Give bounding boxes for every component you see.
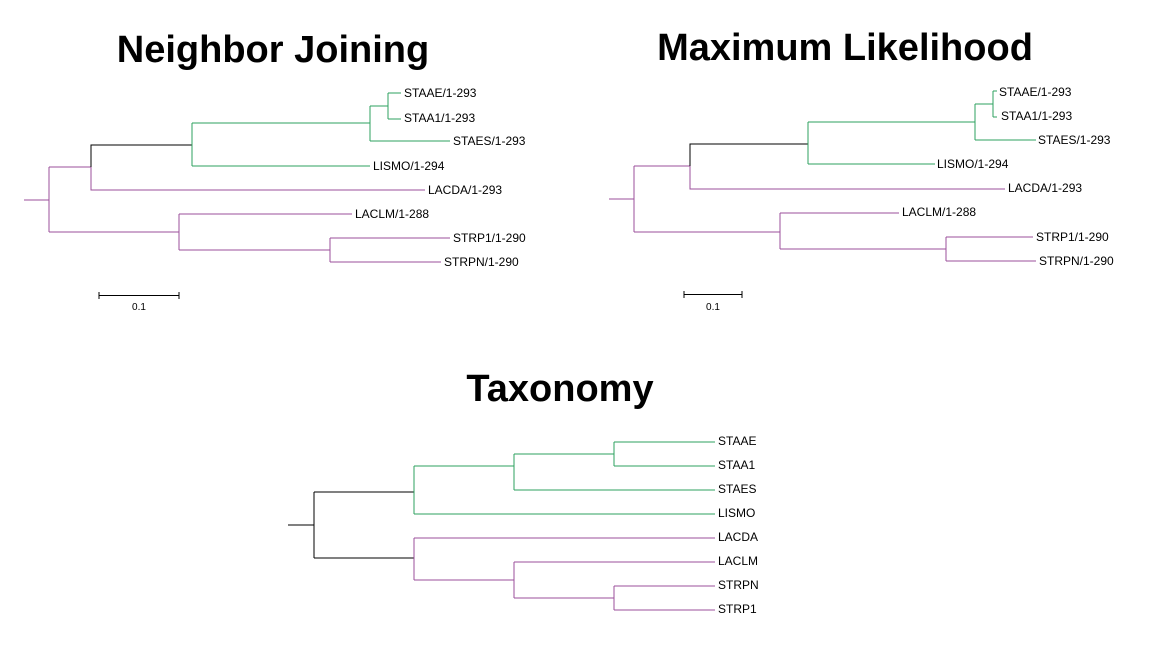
- ml-node-a-lower: [689, 166, 1005, 190]
- ml-node-d: [992, 90, 997, 118]
- ml-node-a-upper: [689, 143, 808, 166]
- tax-leaf-label: STAES: [718, 482, 756, 496]
- nj-leaf-label: STRPN/1-290: [444, 255, 519, 269]
- tax-leaf-label: STRP1: [718, 602, 757, 616]
- tax-node-green-c: [613, 441, 715, 467]
- nj-leaf-label: STAES/1-293: [453, 134, 526, 148]
- ml-leaf-label: LACLM/1-288: [902, 205, 976, 219]
- tax-node-purple: [413, 537, 715, 581]
- nj-node-f: [329, 237, 450, 263]
- ml-node-e: [779, 212, 946, 250]
- tax-leaf-label: STAA1: [718, 458, 755, 472]
- ml-scale-bar: [683, 291, 743, 298]
- nj-node-a-lower: [90, 167, 425, 191]
- nj-leaf-label: LISMO/1-294: [373, 159, 445, 173]
- nj-scale-label: 0.1: [132, 302, 146, 313]
- ml-leaf-label: STAA1/1-293: [1001, 109, 1072, 123]
- tax-node-purple-b: [513, 561, 715, 599]
- maximum-likelihood-title: Maximum Likelihood: [657, 27, 1033, 69]
- tax-leaf-label: LACDA: [718, 530, 758, 544]
- neighbor-joining-tree: Neighbor Joining STAAE/1-293 STAA1/1-293…: [24, 29, 526, 313]
- taxonomy-title: Taxonomy: [466, 368, 653, 410]
- nj-node-a-upper: [90, 144, 192, 167]
- ml-leaf-label: STAAE/1-293: [999, 85, 1072, 99]
- tax-leaf-label: STAAE: [718, 434, 756, 448]
- ml-leaf-label: STRPN/1-290: [1039, 254, 1114, 268]
- maximum-likelihood-tree: Maximum Likelihood STAAE/1-293 STAA1/1-2…: [609, 27, 1114, 313]
- nj-leaf-label: LACDA/1-293: [428, 183, 502, 197]
- taxonomy-tree: Taxonomy STAAE STAA1 STAES LISMO LACDA L…: [288, 368, 759, 616]
- nj-leaf-label: LACLM/1-288: [355, 207, 429, 221]
- ml-node-f: [945, 236, 1036, 262]
- tax-leaf-label: LISMO: [718, 506, 755, 520]
- ml-scale-label: 0.1: [706, 302, 720, 313]
- tax-leaf-label: LACLM: [718, 554, 758, 568]
- tax-leaf-label: STRPN: [718, 578, 759, 592]
- nj-leaf-label: STRP1/1-290: [453, 231, 526, 245]
- nj-node-d: [387, 92, 401, 120]
- nj-leaf-label: STAAE/1-293: [404, 86, 477, 100]
- tax-node-purple-c: [613, 585, 715, 611]
- ml-leaf-label: STRP1/1-290: [1036, 230, 1109, 244]
- nj-leaf-label: STAA1/1-293: [404, 111, 475, 125]
- ml-leaf-label: LACDA/1-293: [1008, 181, 1082, 195]
- tax-root-branch: [288, 491, 414, 559]
- tax-node-green-b: [513, 453, 715, 491]
- nj-scale-bar: [98, 292, 180, 299]
- neighbor-joining-title: Neighbor Joining: [117, 29, 429, 71]
- ml-leaf-label: STAES/1-293: [1038, 133, 1111, 147]
- tax-node-green: [413, 465, 715, 515]
- ml-leaf-label: LISMO/1-294: [937, 157, 1009, 171]
- nj-node-e: [178, 213, 352, 251]
